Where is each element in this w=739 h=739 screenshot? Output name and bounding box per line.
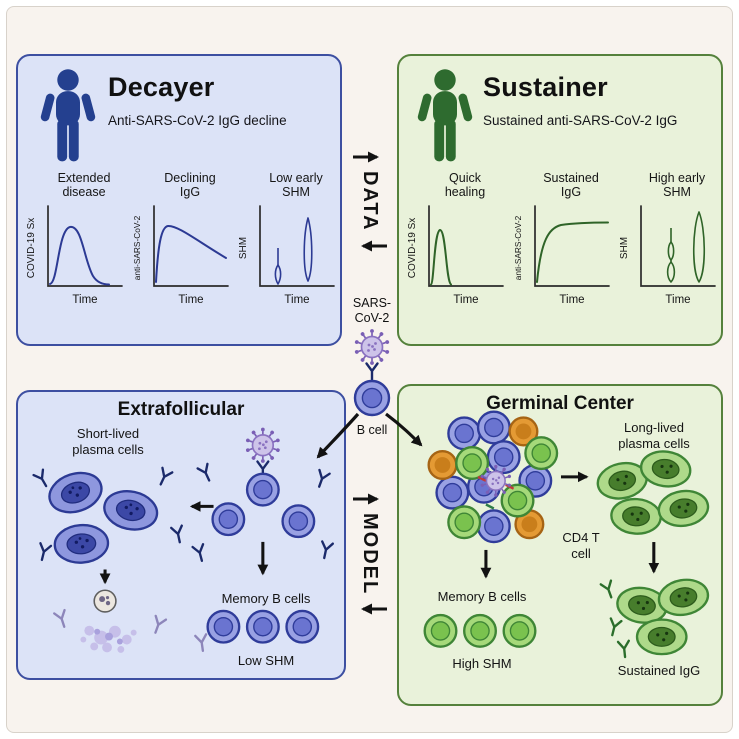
data-connector: DATA xyxy=(343,150,396,253)
chart-declining-igg: Declining IgG anti-SARS-CoV-2 Time xyxy=(132,171,229,306)
memory-bcell-row xyxy=(423,613,537,648)
extrafollicular-panel: Extrafollicular Short-lived plasma cells… xyxy=(16,390,346,680)
decayer-charts: Extended disease COVID-19 Sx Time Declin… xyxy=(22,170,338,310)
germinal-center-scene xyxy=(423,410,712,659)
svg-text:anti-SARS-CoV-2: anti-SARS-CoV-2 xyxy=(132,215,142,280)
short-lived-plasma-label: Short-lived plasma cells xyxy=(72,426,144,458)
chart-extended-disease: Extended disease COVID-19 Sx Time xyxy=(26,171,123,306)
chart-high-early-shm: High early SHM SHM Time xyxy=(619,171,716,306)
model-arrow-right-icon xyxy=(352,493,379,505)
sars-cov-2-label-line2: CoV-2 xyxy=(354,310,390,325)
chart-sustained-igg: Sustained IgG anti-SARS-CoV-2 Time xyxy=(513,171,610,306)
svg-text:COVID-19 Sx: COVID-19 Sx xyxy=(407,218,418,279)
svg-text:SHM: SHM xyxy=(238,237,249,259)
germinal-center-panel: Germinal Center Long-lived plasma cells … xyxy=(397,384,723,706)
extrafollicular-scene xyxy=(32,392,334,653)
svg-text:Time: Time xyxy=(72,294,97,306)
ef-memory-bcells-label: Memory B cells xyxy=(221,591,311,606)
svg-text:disease: disease xyxy=(62,185,105,199)
svg-text:SHM: SHM xyxy=(619,237,630,259)
svg-text:Sustained: Sustained xyxy=(543,171,599,185)
chart-low-early-shm: Low early SHM SHM Time xyxy=(238,171,335,306)
b-cell-label: B cell xyxy=(356,422,388,437)
virus-icon xyxy=(245,428,280,463)
sars-cov-2-virus-icon xyxy=(354,329,389,365)
svg-text:Declining: Declining xyxy=(164,171,215,185)
short-lived-plasma-cell-cluster xyxy=(43,465,162,566)
sustainer-person-icon xyxy=(417,69,473,162)
decayer-panel: Decayer Anti-SARS-CoV-2 IgG decline Exte… xyxy=(16,54,342,346)
cd4-tcell-icon xyxy=(427,449,458,481)
germinal-center-title: Germinal Center xyxy=(486,393,634,414)
svg-text:Time: Time xyxy=(178,294,203,306)
svg-text:IgG: IgG xyxy=(180,185,200,199)
sustainer-title: Sustainer xyxy=(483,72,608,102)
germinal-center-cell-cluster xyxy=(427,410,559,544)
data-label: DATA xyxy=(359,171,381,232)
memory-bcell-row xyxy=(206,609,320,644)
decayer-subtitle: Anti-SARS-CoV-2 IgG decline xyxy=(108,113,287,128)
model-connector: MODEL xyxy=(343,492,396,616)
dying-plasma-cell xyxy=(93,589,117,613)
svg-text:High early: High early xyxy=(649,171,706,185)
svg-text:IgG: IgG xyxy=(561,185,581,199)
decayer-title: Decayer xyxy=(108,72,215,102)
svg-text:Quick: Quick xyxy=(449,171,482,185)
chart-quick-healing: Quick healing COVID-19 Sx Time xyxy=(407,171,504,306)
svg-text:Time: Time xyxy=(453,294,478,306)
sustainer-charts: Quick healing COVID-19 Sx Time Sustained… xyxy=(403,170,719,310)
low-shm-label: Low SHM xyxy=(237,653,295,668)
model-label: MODEL xyxy=(359,513,381,596)
sars-cov-2-bcell-group: SARS- CoV-2 B cell xyxy=(340,296,404,437)
sustainer-subtitle: Sustained anti-SARS-CoV-2 IgG xyxy=(483,113,678,128)
virus-and-bcell-icon xyxy=(340,326,404,416)
cd4-tcell-label: CD4 T cell xyxy=(562,530,600,562)
svg-text:SHM: SHM xyxy=(282,185,310,199)
svg-text:healing: healing xyxy=(445,185,485,199)
debris-antibody-icons xyxy=(53,608,210,653)
antibody-icon xyxy=(365,361,379,381)
svg-text:Time: Time xyxy=(284,294,309,306)
svg-text:Extended: Extended xyxy=(58,171,111,185)
data-arrow-right-icon xyxy=(352,151,379,163)
gc-memory-bcells-label: Memory B cells xyxy=(437,589,527,604)
svg-text:Time: Time xyxy=(559,294,584,306)
sustainer-panel: Sustainer Sustained anti-SARS-CoV-2 IgG … xyxy=(397,54,723,346)
decayer-person-icon xyxy=(40,69,96,162)
sars-cov-2-label-line1: SARS- xyxy=(352,296,392,310)
svg-text:Time: Time xyxy=(665,294,690,306)
svg-text:SHM: SHM xyxy=(663,185,691,199)
model-arrow-left-icon xyxy=(360,603,387,615)
svg-text:anti-SARS-CoV-2: anti-SARS-CoV-2 xyxy=(513,215,523,280)
long-lived-plasma-label: Long-lived plasma cells xyxy=(618,420,690,452)
extrafollicular-title: Extrafollicular xyxy=(117,399,245,420)
svg-text:COVID-19 Sx: COVID-19 Sx xyxy=(26,218,37,279)
b-cell xyxy=(353,379,391,416)
apoptotic-debris xyxy=(80,625,137,653)
high-shm-label: High SHM xyxy=(452,656,512,671)
data-arrow-left-icon xyxy=(360,240,387,252)
sustained-igg-plasma-group xyxy=(599,574,712,659)
svg-text:Low early: Low early xyxy=(269,171,323,185)
long-lived-plasma-cell-cluster xyxy=(593,447,712,537)
sustained-igg-label: Sustained IgG xyxy=(617,663,701,678)
